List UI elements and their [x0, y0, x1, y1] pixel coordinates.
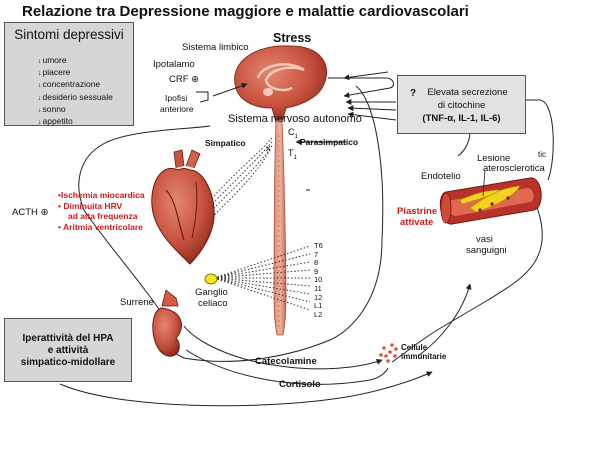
platelets-label: Piastrine: [397, 206, 438, 217]
hpa-line-2: e attività: [47, 345, 89, 356]
t1-label: T1: [288, 148, 297, 161]
spinal-cord: [273, 119, 287, 336]
parasympathetic-label: Parasimpatico: [300, 137, 359, 147]
page-title: Relazione tra Depressione maggiore e mal…: [22, 3, 469, 20]
tic-label: tic: [538, 150, 546, 159]
heart-effects-list: •Ischemia miocardica • Diminuita HRV ad …: [58, 190, 145, 232]
question-mark: ?: [410, 88, 417, 99]
symptom-item: appetito: [38, 116, 113, 128]
cortisol-label: Cortisolo: [279, 379, 321, 390]
acth-label: ACTH ⊕: [12, 207, 49, 218]
adrenal-label: Surrene: [120, 297, 154, 308]
hpa-box: Iperattività del HPA e attività simpatic…: [4, 318, 132, 382]
hpa-line-1: Iperattività del HPA: [22, 333, 114, 344]
vertebra-level: L2: [314, 309, 323, 319]
kidney-adrenal-illustration: [152, 289, 182, 357]
ganglion-label-line-1: Ganglio: [195, 287, 228, 298]
crf-label: CRF ⊕: [169, 74, 200, 85]
celiac-ganglion: [204, 273, 218, 285]
vertebra-level: 11: [314, 283, 322, 293]
symptom-item: concentrazione: [38, 79, 113, 91]
pituitary-label: Ipofisi: [165, 93, 188, 103]
limbic-system-label: Sistema limbico: [182, 42, 249, 53]
vertebra-level: 7: [314, 249, 319, 259]
ganglion-label-line-2: celiaco: [198, 298, 228, 309]
immune-cells: [379, 343, 398, 363]
symptom-item: piacere: [38, 67, 113, 79]
heart-effect-item: • Diminuita HRV: [58, 200, 123, 211]
stress-label: Stress: [273, 31, 312, 45]
activated-label: attivate: [400, 217, 434, 228]
hypothalamus-label: Ipotalamo: [153, 59, 195, 70]
heart-illustration: [151, 149, 215, 265]
vessels-label: vasi: [476, 234, 493, 245]
hpa-text: Iperattività del HPA e attività simpatic…: [5, 333, 131, 369]
vertebra-level: 8: [314, 258, 319, 268]
connection-lines: [59, 71, 554, 407]
endothelium-label: Endotelio: [421, 171, 461, 182]
cytokine-box: ? Elevata secrezione di citochine (TNF-α…: [397, 75, 526, 134]
symptoms-box: Sintomi depressivi umore piacere concent…: [4, 22, 134, 126]
symptom-item: sonno: [38, 104, 113, 116]
autonomic-nervous-system-label: Sistema nervoso autonomo: [228, 113, 362, 125]
blood-vessel: [439, 169, 542, 225]
c1-label: C1: [288, 127, 298, 140]
vertebra-level: 9: [314, 266, 319, 276]
hpa-line-3: simpatico-midollare: [20, 357, 116, 368]
cytokine-line-2: di citochine: [437, 100, 486, 111]
cytokine-line-1: Elevata secrezione: [427, 87, 508, 98]
symptoms-heading: Sintomi depressivi: [14, 27, 124, 42]
heart-effect-item: •Ischemia miocardica: [58, 190, 145, 200]
vertebra-level: L1: [314, 301, 323, 311]
symptom-item: desiderio sessuale: [38, 92, 113, 104]
sympathetic-nerves: [202, 137, 311, 311]
heart-effect-item: ad alta frequenza: [68, 211, 138, 221]
immune-cells-label-line-2: immunitarie: [401, 352, 447, 361]
vertebra-level: T6: [314, 241, 323, 250]
brain-illustration: [234, 45, 328, 123]
symptoms-list: umore piacere concentrazione desiderio s…: [38, 55, 113, 128]
catecholamines-label: Catecolamine: [255, 356, 317, 367]
sympathetic-label: Simpatico: [205, 138, 246, 148]
cytokine-line-3: (TNF-α, IL-1, IL-6): [422, 113, 501, 124]
heart-effect-item: • Aritmia ventricolare: [58, 221, 143, 232]
vertebra-level: 10: [314, 275, 323, 285]
symptom-item: umore: [38, 55, 113, 67]
vertebra-level-list: T6 7 8 9 10 11 12 L1 L2: [314, 241, 328, 319]
x-label: x: [266, 143, 271, 153]
atherosclerotic-label: aterosclerotica: [483, 163, 545, 174]
pituitary-anterior-label: anteriore: [160, 104, 194, 114]
blood-label: sanguigni: [466, 245, 507, 256]
immune-cells-label-line-1: Cellule: [401, 343, 428, 352]
lesion-label: Lesione: [477, 153, 511, 164]
vertebra-level: 12: [314, 292, 323, 302]
